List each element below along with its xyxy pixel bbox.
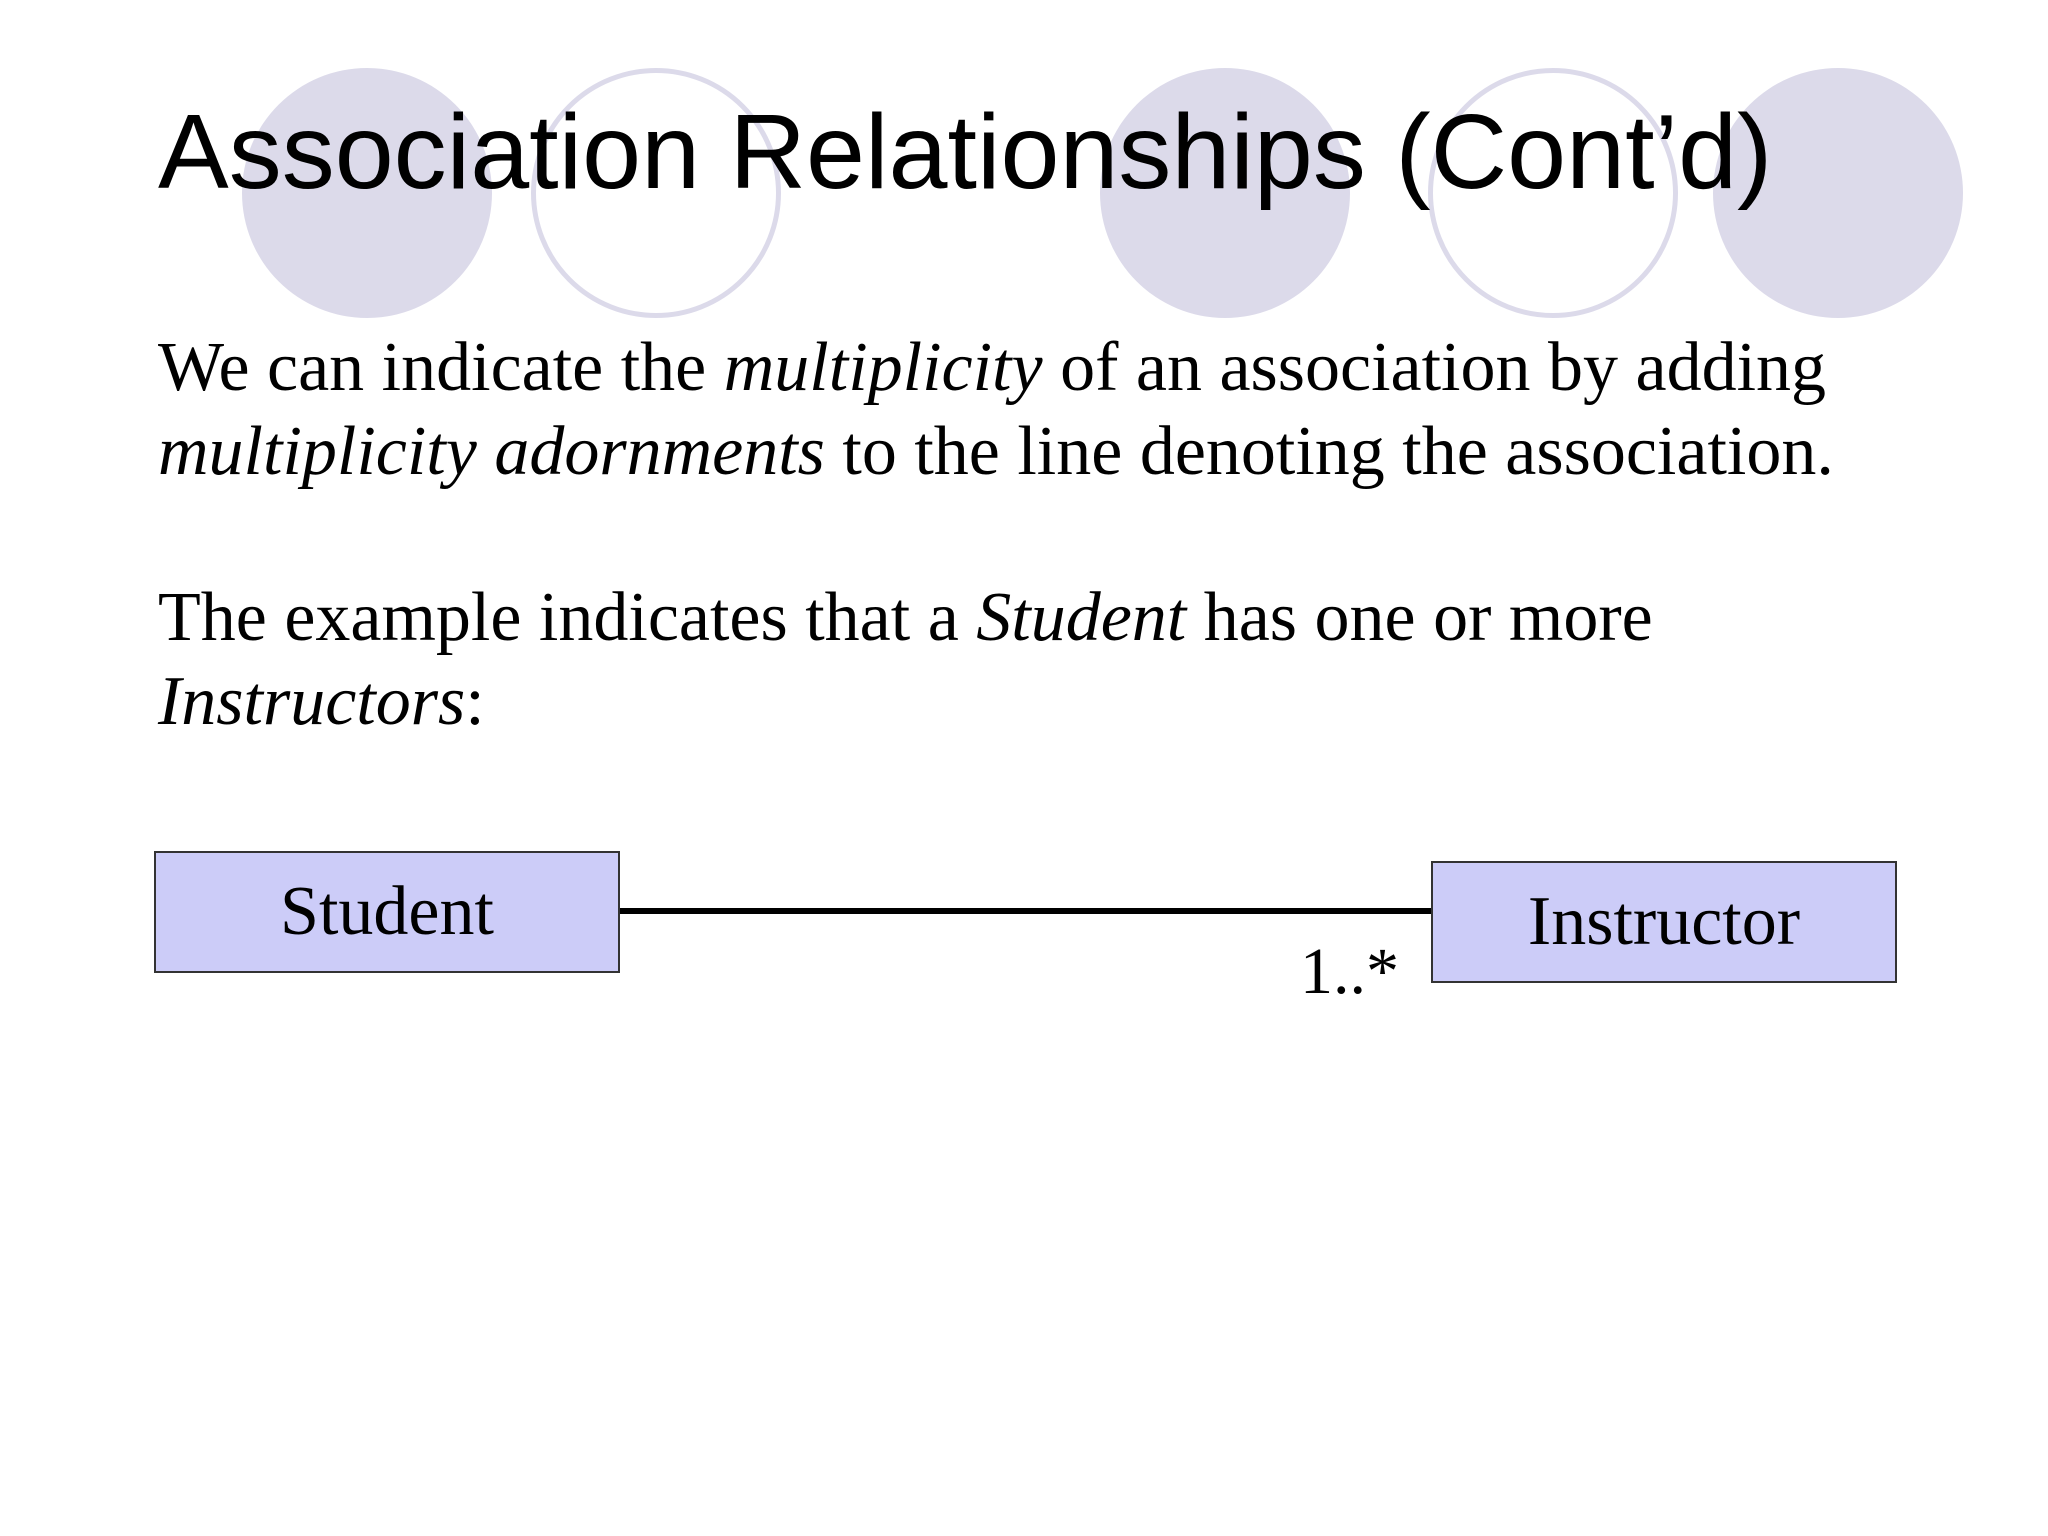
paragraph1-emphasis-2: multiplicity adornments bbox=[158, 413, 825, 490]
multiplicity-label: 1..* bbox=[1300, 935, 1399, 1008]
decorative-ring-2 bbox=[1428, 68, 1678, 318]
decorative-ring-1 bbox=[531, 68, 781, 318]
paragraph1-text-3: to the line denoting the association. bbox=[824, 413, 1834, 490]
decorative-circle-2 bbox=[1100, 68, 1350, 318]
paragraph1-text-2: of an association by adding bbox=[1042, 329, 1827, 406]
paragraph2-emphasis-1: Student bbox=[976, 579, 1187, 656]
paragraph-example: The example indicates that a Student has… bbox=[158, 576, 1653, 744]
paragraph1-text-1: We can indicate the bbox=[158, 329, 724, 406]
class-label-instructor: Instructor bbox=[1527, 883, 1801, 960]
paragraph2-text-2: has one or more bbox=[1186, 579, 1653, 656]
slide-title: Association Relationships (Cont’d) bbox=[158, 93, 1773, 211]
paragraph2-text-1: The example indicates that a bbox=[158, 579, 977, 656]
class-box-student: Student bbox=[154, 851, 620, 973]
class-box-instructor: Instructor bbox=[1431, 861, 1897, 983]
decorative-circle-3 bbox=[1713, 68, 1963, 318]
association-line bbox=[620, 908, 1431, 914]
paragraph2-text-3: : bbox=[465, 663, 485, 740]
paragraph2-emphasis-2: Instructors bbox=[158, 663, 466, 740]
paragraph-multiplicity: We can indicate the multiplicity of an a… bbox=[158, 326, 1834, 494]
class-label-student: Student bbox=[280, 873, 494, 950]
decorative-circle-1 bbox=[242, 68, 492, 318]
paragraph1-emphasis-1: multiplicity bbox=[723, 329, 1043, 406]
